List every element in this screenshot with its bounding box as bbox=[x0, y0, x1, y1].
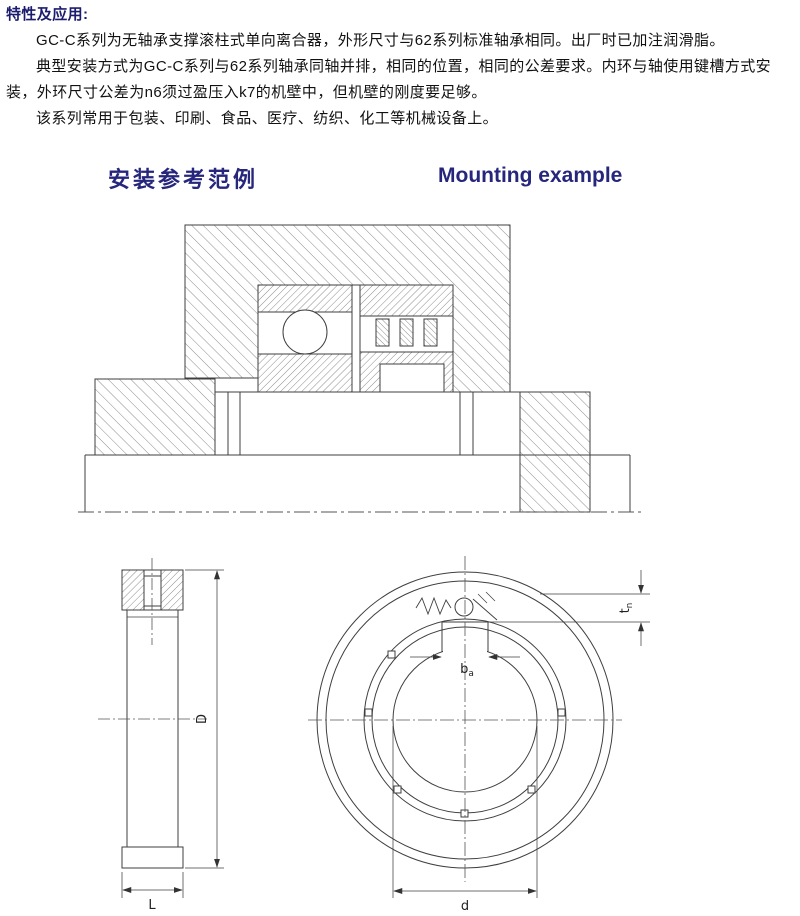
feature-paragraph-1: GC-C系列为无轴承支撑滚柱式单向离合器，外形尺寸与62系列标准轴承相同。出厂时… bbox=[36, 32, 725, 49]
roller-pocket bbox=[557, 708, 566, 717]
clutch-outer-ring bbox=[359, 284, 454, 317]
section-title: 特性及应用: bbox=[6, 6, 89, 23]
shaft-shoulder bbox=[94, 378, 216, 456]
roller-pocket bbox=[393, 785, 402, 794]
roller-pocket bbox=[364, 708, 373, 717]
outer-ring-section bbox=[121, 569, 145, 611]
roller-pocket bbox=[387, 650, 396, 659]
mounting-cross-section-drawing bbox=[78, 224, 645, 513]
dimension-label-d: d bbox=[461, 899, 469, 914]
clutch-roller bbox=[423, 318, 438, 347]
roller-section bbox=[143, 575, 162, 607]
dimension-label-keyway-width: ba bbox=[460, 662, 474, 679]
characteristics-section: 特性及应用: GC-C系列为无轴承支撑滚柱式单向离合器，外形尺寸与62系列标准轴… bbox=[6, 2, 794, 132]
bearing-outer-ring bbox=[257, 284, 353, 313]
feature-paragraph-2: 典型安装方式为GC-C系列与62系列轴承同轴并排，相同的位置，相同的公差要求。内… bbox=[6, 58, 772, 101]
feature-paragraph-3: 该系列常用于包装、印刷、食品、医疗、纺织、化工等机械设备上。 bbox=[36, 110, 499, 127]
clutch-inner-race bbox=[379, 363, 445, 393]
heading-mounting-example-en: Mounting example bbox=[438, 164, 623, 187]
outer-ring-section bbox=[160, 569, 184, 611]
clutch-roller-front bbox=[454, 597, 474, 617]
clutch-roller bbox=[399, 318, 414, 347]
shaft-seat bbox=[214, 391, 521, 456]
dimension-label-L: L bbox=[148, 898, 156, 913]
roller-pocket bbox=[527, 785, 536, 794]
shaft-section bbox=[519, 391, 591, 513]
bearing-inner-ring bbox=[257, 353, 353, 393]
dimension-label-keyway-depth: tn bbox=[618, 603, 635, 614]
roller-pocket bbox=[460, 809, 469, 818]
heading-installation-example-zh: 安装参考范例 bbox=[108, 167, 259, 192]
clutch-roller bbox=[375, 318, 390, 347]
clutch-spring bbox=[415, 596, 452, 616]
dimension-label-D: D bbox=[195, 714, 210, 724]
side-view-drawing: D L bbox=[98, 558, 224, 913]
front-view-drawing: ba tn d bbox=[308, 556, 650, 914]
bearing-ball bbox=[282, 309, 328, 355]
